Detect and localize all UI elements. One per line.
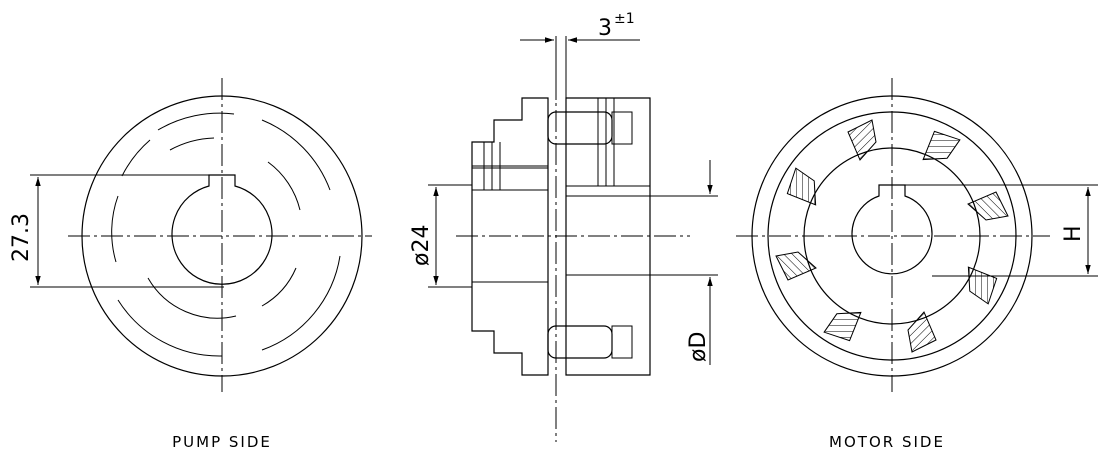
- motor-key-height-label: H: [1061, 225, 1086, 242]
- motor-outer-circle: [751, 95, 1033, 377]
- right-hub-outline: [565, 97, 651, 376]
- pump-bore-keyway: [171, 174, 273, 285]
- gap-value-label: 3: [598, 16, 612, 41]
- pump-outer-circle: [81, 95, 363, 377]
- motor-side-view: H: [736, 78, 1098, 392]
- motor-inner-circle: [767, 111, 1017, 361]
- spider-jaw-bottom: [547, 325, 613, 359]
- outer-diameter-label: øD: [686, 332, 711, 362]
- gap-tolerance-label: ±1: [614, 11, 635, 27]
- spider-jaw-bottom-end: [611, 325, 633, 359]
- pump-side-label: PUMP SIDE: [172, 433, 272, 451]
- pump-jaw-arcs: [111, 112, 341, 357]
- spider-jaw-top: [547, 111, 613, 145]
- motor-bore-keyway: [851, 184, 933, 275]
- spider-jaw-top-end: [611, 111, 633, 145]
- left-hub-outline: [471, 97, 549, 376]
- section-view: 3 ±1 ø24 øD: [409, 11, 718, 442]
- motor-hub-circle: [803, 147, 981, 325]
- hub-diameter-label: ø24: [409, 225, 434, 266]
- motor-side-label: MOTOR SIDE: [829, 433, 945, 451]
- pump-side-view: 27.3: [9, 78, 372, 392]
- pump-key-height-label: 27.3: [9, 213, 34, 262]
